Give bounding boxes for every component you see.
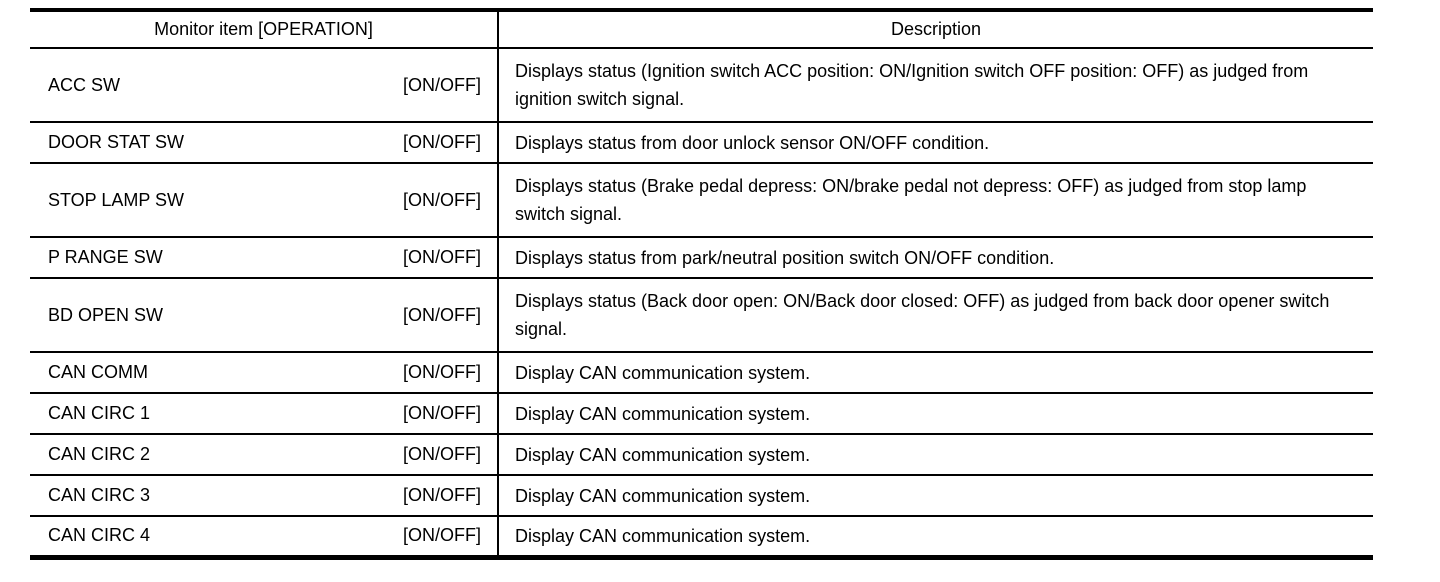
- table-row: DOOR STAT SW [ON/OFF] Displays status fr…: [30, 122, 1373, 164]
- monitor-item-operation: [ON/OFF]: [403, 485, 481, 505]
- monitor-item-operation: [ON/OFF]: [403, 444, 481, 464]
- monitor-item-column-header: Monitor item [OPERATION]: [30, 10, 499, 49]
- table-row: CAN CIRC 3 [ON/OFF] Display CAN communic…: [30, 475, 1373, 517]
- monitor-item-cell: BD OPEN SW [ON/OFF]: [30, 278, 499, 353]
- description-cell: Displays status (Brake pedal depress: ON…: [498, 163, 1373, 238]
- monitor-item-cell: CAN CIRC 2 [ON/OFF]: [30, 434, 499, 476]
- monitor-item-cell: CAN COMM [ON/OFF]: [30, 352, 499, 394]
- description-cell: Display CAN communication system.: [498, 516, 1373, 558]
- description-cell: Display CAN communication system.: [498, 393, 1373, 435]
- description-cell: Display CAN communication system.: [498, 475, 1373, 517]
- table-header-row: Monitor item [OPERATION] Description: [30, 10, 1373, 49]
- monitor-item-cell: STOP LAMP SW [ON/OFF]: [30, 163, 499, 238]
- monitor-item-cell: DOOR STAT SW [ON/OFF]: [30, 122, 499, 164]
- monitor-item-cell: CAN CIRC 4 [ON/OFF]: [30, 516, 499, 558]
- table-row: BD OPEN SW [ON/OFF] Displays status (Bac…: [30, 278, 1373, 353]
- table-row: CAN COMM [ON/OFF] Display CAN communicat…: [30, 352, 1373, 394]
- description-cell: Display CAN communication system.: [498, 434, 1373, 476]
- monitor-item-cell: ACC SW [ON/OFF]: [30, 48, 499, 123]
- description-cell: Displays status from door unlock sensor …: [498, 122, 1373, 164]
- table-row: CAN CIRC 1 [ON/OFF] Display CAN communic…: [30, 393, 1373, 435]
- monitor-item-operation: [ON/OFF]: [403, 132, 481, 152]
- table-row: CAN CIRC 2 [ON/OFF] Display CAN communic…: [30, 434, 1373, 476]
- monitor-item-table-container: Monitor item [OPERATION] Description ACC…: [30, 8, 1373, 560]
- description-column-header: Description: [498, 10, 1373, 49]
- monitor-item-operation: [ON/OFF]: [403, 403, 481, 423]
- monitor-item-name: CAN CIRC 2: [48, 444, 151, 464]
- monitor-item-operation: [ON/OFF]: [403, 189, 481, 210]
- monitor-item-operation: [ON/OFF]: [403, 74, 481, 95]
- monitor-item-name: CAN CIRC 3: [48, 485, 151, 505]
- description-cell: Displays status (Ignition switch ACC pos…: [498, 48, 1373, 123]
- description-cell: Displays status (Back door open: ON/Back…: [498, 278, 1373, 353]
- monitor-item-name: STOP LAMP SW: [48, 189, 185, 210]
- table-row: STOP LAMP SW [ON/OFF] Displays status (B…: [30, 163, 1373, 238]
- monitor-item-cell: P RANGE SW [ON/OFF]: [30, 237, 499, 279]
- description-cell: Display CAN communication system.: [498, 352, 1373, 394]
- monitor-item-operation: [ON/OFF]: [403, 525, 481, 546]
- monitor-item-name: CAN COMM: [48, 362, 148, 382]
- description-cell: Displays status from park/neutral positi…: [498, 237, 1373, 279]
- monitor-item-operation: [ON/OFF]: [403, 304, 481, 325]
- monitor-item-name: CAN CIRC 1: [48, 403, 151, 423]
- monitor-item-cell: CAN CIRC 1 [ON/OFF]: [30, 393, 499, 435]
- monitor-item-operation: [ON/OFF]: [403, 247, 481, 267]
- monitor-item-name: P RANGE SW: [48, 247, 163, 267]
- monitor-item-name: BD OPEN SW: [48, 304, 164, 325]
- monitor-item-table: Monitor item [OPERATION] Description ACC…: [30, 8, 1373, 560]
- table-row: P RANGE SW [ON/OFF] Displays status from…: [30, 237, 1373, 279]
- monitor-item-name: ACC SW: [48, 74, 120, 95]
- monitor-item-name: DOOR STAT SW: [48, 132, 185, 152]
- monitor-item-cell: CAN CIRC 3 [ON/OFF]: [30, 475, 499, 517]
- monitor-item-operation: [ON/OFF]: [403, 362, 481, 382]
- table-row: CAN CIRC 4 [ON/OFF] Display CAN communic…: [30, 516, 1373, 558]
- monitor-item-name: CAN CIRC 4: [48, 525, 151, 546]
- table-row: ACC SW [ON/OFF] Displays status (Ignitio…: [30, 48, 1373, 123]
